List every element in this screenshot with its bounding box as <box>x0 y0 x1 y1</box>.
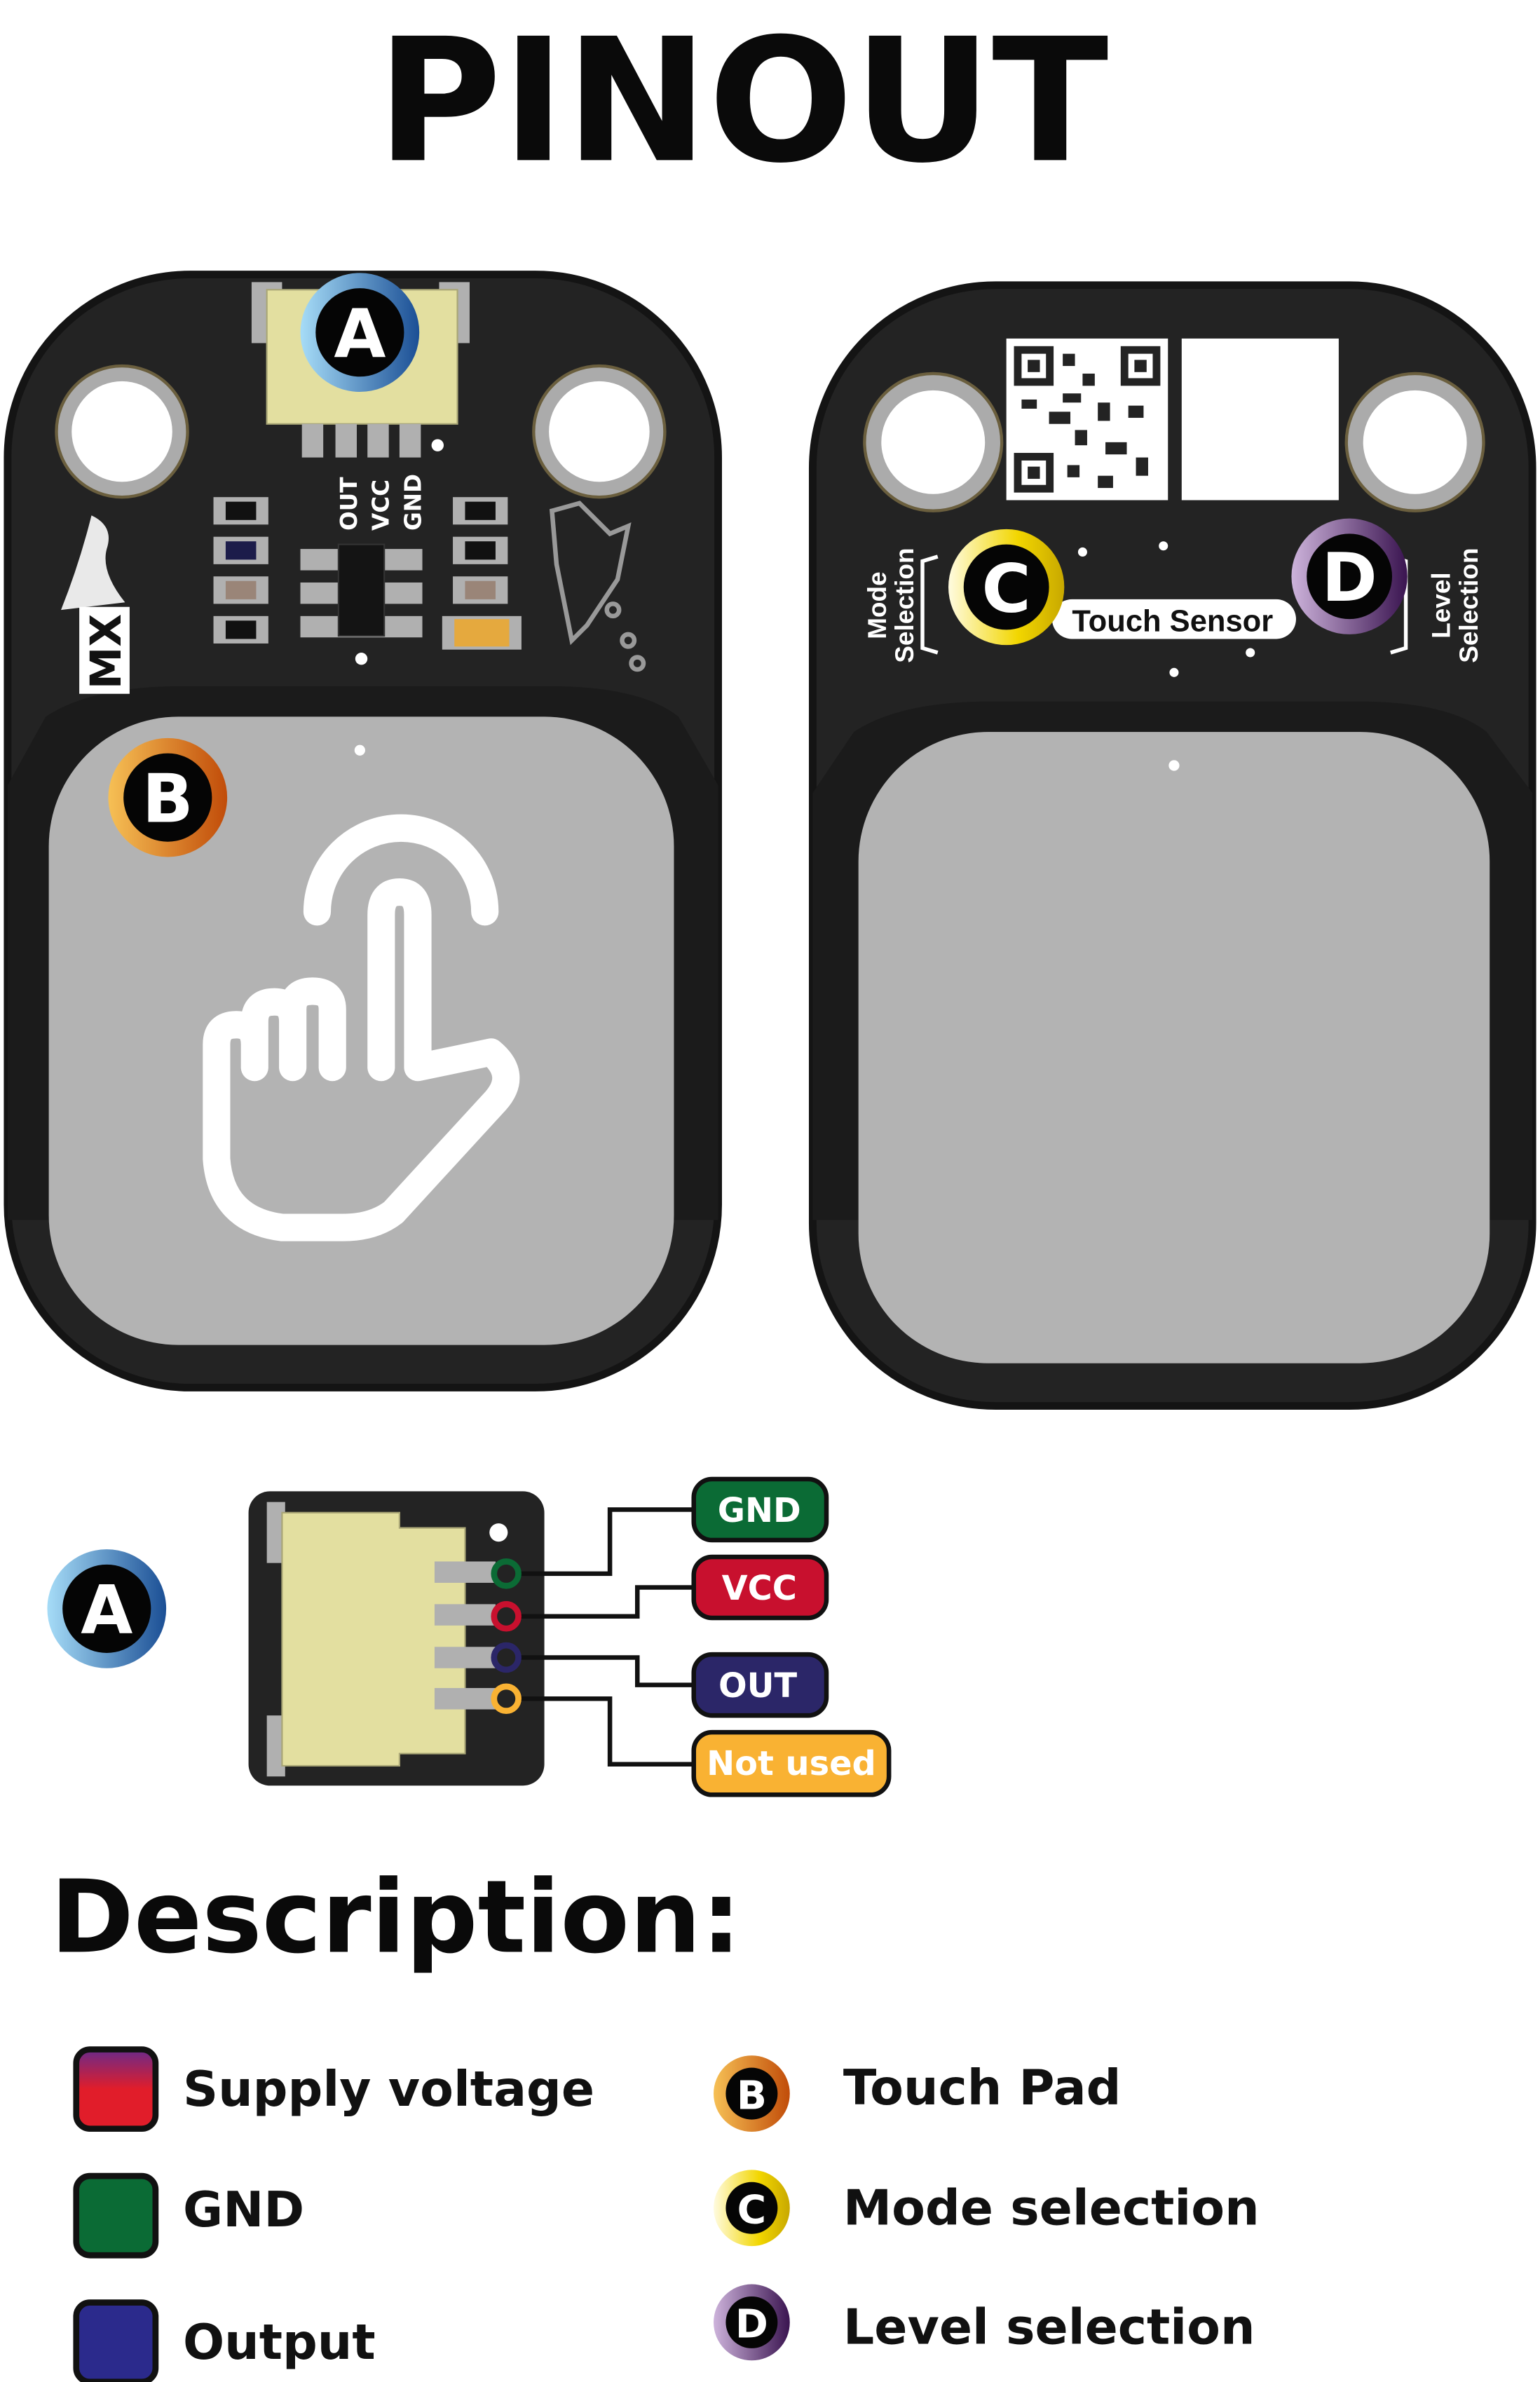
swatch-output <box>73 2299 159 2382</box>
page-title: PINOUT <box>376 2 1108 200</box>
pin-label-vcc: VCC <box>691 1554 829 1621</box>
swatch-supply <box>73 2046 159 2132</box>
svg-text:A: A <box>81 1571 132 1649</box>
front-board: OUT VCC GND MX A <box>4 271 722 1391</box>
svg-text:A: A <box>334 294 386 373</box>
qr-code <box>1006 338 1168 501</box>
mounting-hole <box>55 364 189 499</box>
svg-text:Level selection: Level selection <box>843 2299 1255 2355</box>
svg-text:D: D <box>1321 538 1377 617</box>
mounting-hole <box>532 364 667 499</box>
svg-text:Level: Level <box>1427 572 1456 639</box>
pin-label-not-used: Not used <box>691 1729 892 1797</box>
label-area <box>1181 338 1339 501</box>
back-board: Touch Sensor Mode Selection Level Select… <box>808 281 1536 1410</box>
badge-legend: B Touch Pad C Mode selection D Level sel… <box>714 2055 1260 2361</box>
touch-sensor-label: Touch Sensor <box>1072 605 1273 639</box>
svg-text:MX: MX <box>81 614 131 690</box>
legend-badge-b: B <box>714 2055 790 2132</box>
svg-text:B: B <box>737 2073 767 2118</box>
circuit-bird-logo <box>549 501 646 672</box>
svg-text:D: D <box>735 2302 768 2348</box>
legend-badge-d: D <box>714 2284 790 2361</box>
svg-text:C: C <box>982 549 1031 627</box>
svg-text:OUT: OUT <box>718 1667 798 1706</box>
svg-text:Supply voltage: Supply voltage <box>183 2061 594 2118</box>
svg-text:Touch Pad: Touch Pad <box>843 2060 1122 2116</box>
svg-text:VCC: VCC <box>722 1570 797 1608</box>
hand-touch-icon <box>203 814 520 1241</box>
description-heading: Description: <box>50 1858 742 1975</box>
pin-label-gnd: GND <box>691 1476 829 1543</box>
color-legend: Supply voltage GND Output <box>73 2046 594 2382</box>
pin-label-vcc: VCC <box>368 479 395 531</box>
svg-text:Selection: Selection <box>890 547 919 662</box>
badge-a: A <box>300 273 420 393</box>
svg-text:Mode selection: Mode selection <box>843 2180 1260 2237</box>
svg-text:Not used: Not used <box>707 1745 876 1783</box>
pin-label-out: OUT <box>336 477 362 531</box>
badge-d: D <box>1291 518 1408 634</box>
badge-c: C <box>948 529 1065 646</box>
badge-a: A <box>47 1549 167 1668</box>
svg-text:C: C <box>737 2188 767 2233</box>
pin-label-out: OUT <box>691 1652 829 1718</box>
pin-label-gnd: GND <box>400 474 426 531</box>
svg-text:B: B <box>142 759 193 838</box>
legend-badge-c: C <box>714 2170 790 2247</box>
mx-logo: MX <box>61 515 131 694</box>
svg-text:Mode: Mode <box>863 571 892 639</box>
touch-pad <box>858 732 1490 1363</box>
badge-b: B <box>108 737 228 857</box>
swatch-gnd <box>73 2172 159 2259</box>
svg-text:Output: Output <box>183 2314 376 2371</box>
svg-text:GND: GND <box>718 1492 801 1530</box>
connector-diagram: A GND VCC OUT Not use <box>47 1476 892 1797</box>
ic-chip <box>337 543 386 637</box>
svg-text:GND: GND <box>183 2182 304 2238</box>
pin-dots <box>491 1558 522 1715</box>
components <box>213 497 522 665</box>
touch-pad <box>48 716 674 1345</box>
svg-text:Selection: Selection <box>1454 547 1483 662</box>
mounting-hole <box>863 372 1004 512</box>
mounting-hole <box>1344 372 1485 512</box>
